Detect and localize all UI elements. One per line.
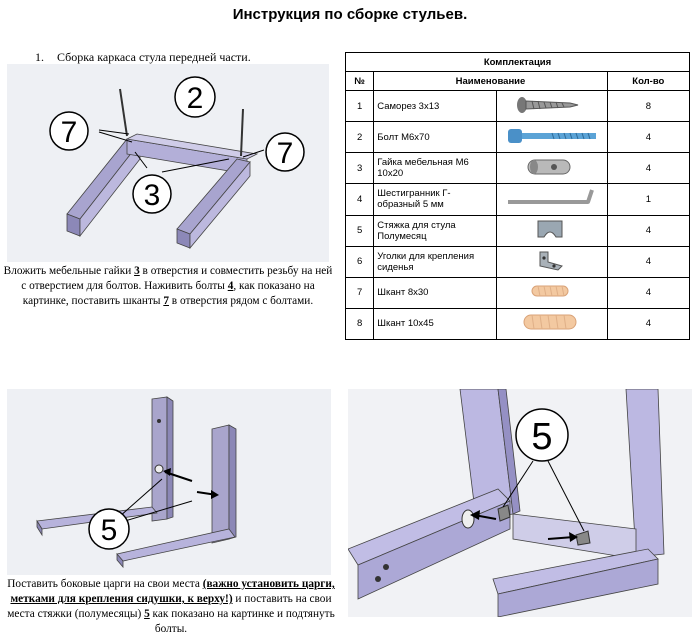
step-number: 1. [35, 50, 44, 64]
para1-text-2: в отверстия и совместить резьбу на ней с… [21, 265, 333, 292]
row-name: Шкант 10х45 [373, 307, 498, 341]
row-no: 3 [344, 152, 375, 185]
row-qty: 4 [606, 121, 691, 154]
para1-text-4: в отверстия рядом с болтами. [168, 295, 314, 307]
para1-text-1: Вложить мебельные гайки [3, 265, 135, 277]
para2-part-5: 5 [144, 608, 150, 620]
row-no: 8 [344, 307, 375, 341]
table-row: 4 Шестигранник Г-образный 5 мм 1 [344, 183, 691, 216]
table-row: 8 Шкант 10х45 4 [344, 307, 691, 341]
dowel-small-icon [496, 276, 608, 309]
figure-side-rails: 5 [7, 389, 331, 575]
table-row: 3 Гайка мебельная М6 10х20 4 [344, 152, 691, 185]
callout-2: 2 [187, 82, 204, 115]
row-no: 7 [344, 276, 375, 309]
row-name: Саморез 3х13 [373, 90, 498, 123]
row-no: 5 [344, 214, 375, 247]
table-row: 2 Болт М6х70 4 [344, 121, 691, 154]
para2-part-2: (важно установить царги, метками для кре… [10, 578, 335, 605]
para2-text-2: и поставить на свои места стяжки (полуме… [7, 593, 332, 620]
callout-5-figure3: 5 [531, 416, 552, 458]
para2-text-3: как показано на картинке и подтянуть бол… [149, 608, 335, 635]
figure-front-frame: 2 7 7 3 [7, 64, 329, 262]
row-qty: 8 [606, 90, 691, 123]
table-row: 6 Уголки для крепления сиденья 4 [344, 245, 691, 278]
row-name: Шестигранник Г-образный 5 мм [373, 183, 498, 216]
figure-crescent-closeup: 5 [348, 389, 692, 617]
components-table: Комплектация № Наименование Кол-во 1 Сам… [344, 51, 691, 341]
para2-text-1: Поставить боковые царги на свои места [7, 578, 203, 590]
row-name: Гайка мебельная М6 10х20 [373, 152, 498, 185]
callout-7-right: 7 [277, 137, 294, 170]
table-row: 5 Стяжка для стула Полумесяц 4 [344, 214, 691, 247]
row-qty: 4 [606, 276, 691, 309]
callout-3: 3 [144, 179, 161, 212]
table-row: 1 Саморез 3х13 8 [344, 90, 691, 123]
callout-5-figure2: 5 [101, 514, 118, 547]
instruction-paragraph-2: Поставить боковые царги на свои места (в… [6, 577, 336, 637]
row-name: Болт М6х70 [373, 121, 498, 154]
row-qty: 4 [606, 245, 691, 278]
instruction-paragraph-1: Вложить мебельные гайки 3 в отверстия и … [2, 264, 334, 309]
step-heading-text: Сборка каркаса стула передней части. [57, 50, 251, 64]
crescent-bracket-icon [496, 214, 608, 247]
barrel-nut-icon [496, 152, 608, 185]
row-name: Стяжка для стула Полумесяц [373, 214, 498, 247]
bolt-icon [496, 121, 608, 154]
table-title: Комплектация [345, 51, 690, 73]
row-no: 6 [344, 245, 375, 278]
dowel-large-icon [496, 307, 608, 341]
row-qty: 1 [606, 183, 691, 216]
hex-key-icon [496, 183, 608, 216]
header-name: Наименование [373, 71, 608, 92]
callout-7-left: 7 [61, 116, 78, 149]
para1-text-3: , как показано на картинке, поставить шк… [22, 280, 315, 307]
para1-part-7: 7 [163, 295, 169, 307]
row-qty: 4 [606, 307, 691, 341]
page-title: Инструкция по сборке стульев. [232, 6, 468, 23]
angle-bracket-icon [496, 245, 608, 278]
row-no: 4 [344, 183, 375, 216]
row-name: Уголки для крепления сиденья [373, 245, 498, 278]
row-qty: 4 [606, 214, 691, 247]
row-qty: 4 [606, 152, 691, 185]
table-row: 7 Шкант 8х30 4 [344, 276, 691, 309]
header-qty: Кол-во [606, 71, 691, 92]
row-name: Шкант 8х30 [373, 276, 498, 309]
step-1-heading: 1. Сборка каркаса стула передней части. [35, 50, 251, 65]
row-no: 2 [344, 121, 375, 154]
header-no: № [344, 71, 375, 92]
screw-icon [496, 90, 608, 123]
para1-part-3: 3 [134, 265, 140, 277]
para1-part-4: 4 [227, 280, 234, 292]
row-no: 1 [344, 90, 375, 123]
